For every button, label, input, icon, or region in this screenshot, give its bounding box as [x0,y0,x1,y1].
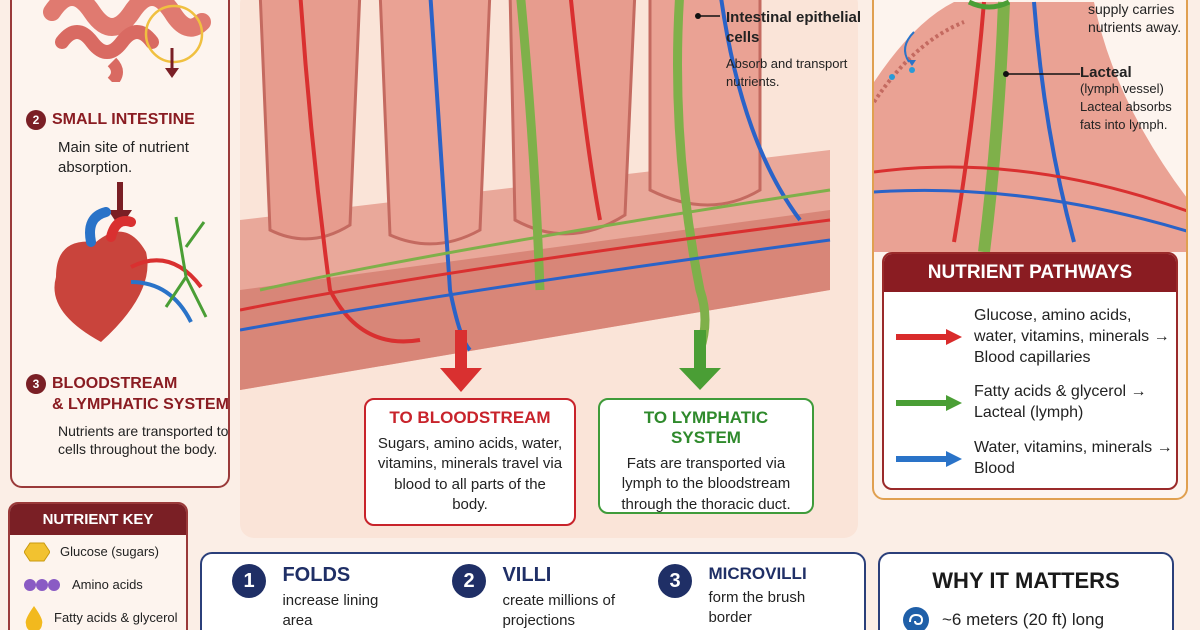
heart-vessels-illustration [54,207,208,342]
intestine-illustration [43,0,211,82]
key-label: Fatty acids & glycerol [54,610,178,625]
box-title: TO LYMPHATIC SYSTEM [643,408,769,447]
key-row-fatty: Fatty acids & glycerol [10,601,186,630]
feature-microvilli: 3 MICROVILLI form the brush border [658,564,828,629]
feature-number: 1 [232,564,266,598]
callout-subtitle: (lymph vessel) [1080,81,1164,96]
step-bloodstream: 3 BLOODSTREAM & LYMPHATIC SYSTEM Nutrient… [26,374,230,458]
green-arrow-icon [896,395,962,412]
step-title: SMALL INTESTINE [52,111,195,129]
key-label: Glucose (sugars) [60,544,159,559]
pathway-row-lymph: Fatty acids & glycerol → Lacteal (lymph) [884,382,1176,424]
feature-folds: 1 FOLDS increase lining area [232,564,392,630]
feature-number: 2 [452,564,486,598]
step-small-intestine: 2 SMALL INTESTINE Main site of nutrient a… [26,110,226,177]
pathway-row-water: Water, vitamins, minerals → Blood [884,438,1176,480]
pathway-row-blood: Glucose, amino acids, water, vitamins, m… [884,306,1176,368]
step-description: Nutrients are transported to cells throu… [58,423,229,458]
digestive-steps-panel: 2 SMALL INTESTINE Main site of nutrient a… [10,0,230,488]
callout-title: Lacteal [1080,64,1132,81]
key-row-amino: Amino acids [10,568,186,601]
blue-arrow-icon [896,450,962,467]
box-description: Fats are transported via lymph to the bl… [621,455,791,513]
box-title: TO BLOODSTREAM [389,408,551,427]
callout-title: Intestinal epithelial cells [726,9,862,46]
pathway-text: Glucose, amino acids, water, vitamins, m… [974,307,1170,366]
why-title: WHY IT MATTERS [932,568,1120,593]
absorption-features-band: 1 FOLDS increase lining area 2 VILLI cre… [200,552,866,630]
feature-title: FOLDS [282,564,351,586]
nutrient-pathways-box: NUTRIENT PATHWAYS Glucose, amino acids, … [882,252,1178,490]
lacteal-callout: Lacteal (lymph vessel) Lacteal absorbs f… [1080,64,1192,133]
hexagon-icon [24,542,50,561]
step-number: 2 [26,110,46,130]
why-fact: ~6 meters (20 ft) long [942,610,1105,629]
step-title: BLOODSTREAM [52,375,178,393]
feature-villi: 2 VILLI create millions of projections [452,564,622,630]
to-lymphatic-box: TO LYMPHATIC SYSTEM Fats are transported… [598,398,814,514]
why-fact-row: ~6 meters (20 ft) long [880,606,1172,630]
nutrient-key: NUTRIENT KEY Glucose (sugars) Amino acid… [8,502,188,630]
villi-illustration [239,0,831,392]
callout-description: Lacteal absorbs fats into lymph. [1080,99,1172,132]
box-description: Sugars, amino acids, water, vitamins, mi… [377,435,563,513]
key-label: Amino acids [72,577,143,592]
feature-description: create millions of projections [502,592,615,630]
feature-title: VILLI [502,564,552,586]
feature-number: 3 [658,564,692,598]
feature-description: increase lining area [282,592,379,630]
bead-chain-icon [24,578,60,591]
pathways-title: NUTRIENT PATHWAYS [884,254,1176,292]
nutrient-key-title: NUTRIENT KEY [10,504,186,535]
pathway-text: Water, vitamins, minerals → Blood [974,438,1173,477]
supply-caption: supply carries nutrients away. [1088,1,1182,36]
droplet-icon [25,605,43,630]
feature-description: form the brush border [708,589,806,627]
pathway-text: Fatty acids & glycerol → Lacteal (lymph) [974,383,1147,422]
villus-closeup-illustration [874,0,1186,253]
epithelial-callout: Intestinal epithelial cells Absorb and t… [726,8,866,90]
red-arrow-icon [896,329,962,346]
why-it-matters-box: WHY IT MATTERS ~6 meters (20 ft) long [878,552,1174,630]
key-row-glucose: Glucose (sugars) [10,535,186,568]
feature-title: MICROVILLI [708,564,807,583]
callout-description: Absorb and transport nutrients. [726,56,848,89]
to-bloodstream-box: TO BLOODSTREAM Sugars, amino acids, wate… [364,398,576,526]
step-description: Main site of nutrient absorption. [58,139,189,176]
step-title-cont: & LYMPHATIC SYSTEM [52,396,229,413]
coil-icon [903,607,929,630]
step-number: 3 [26,374,46,394]
